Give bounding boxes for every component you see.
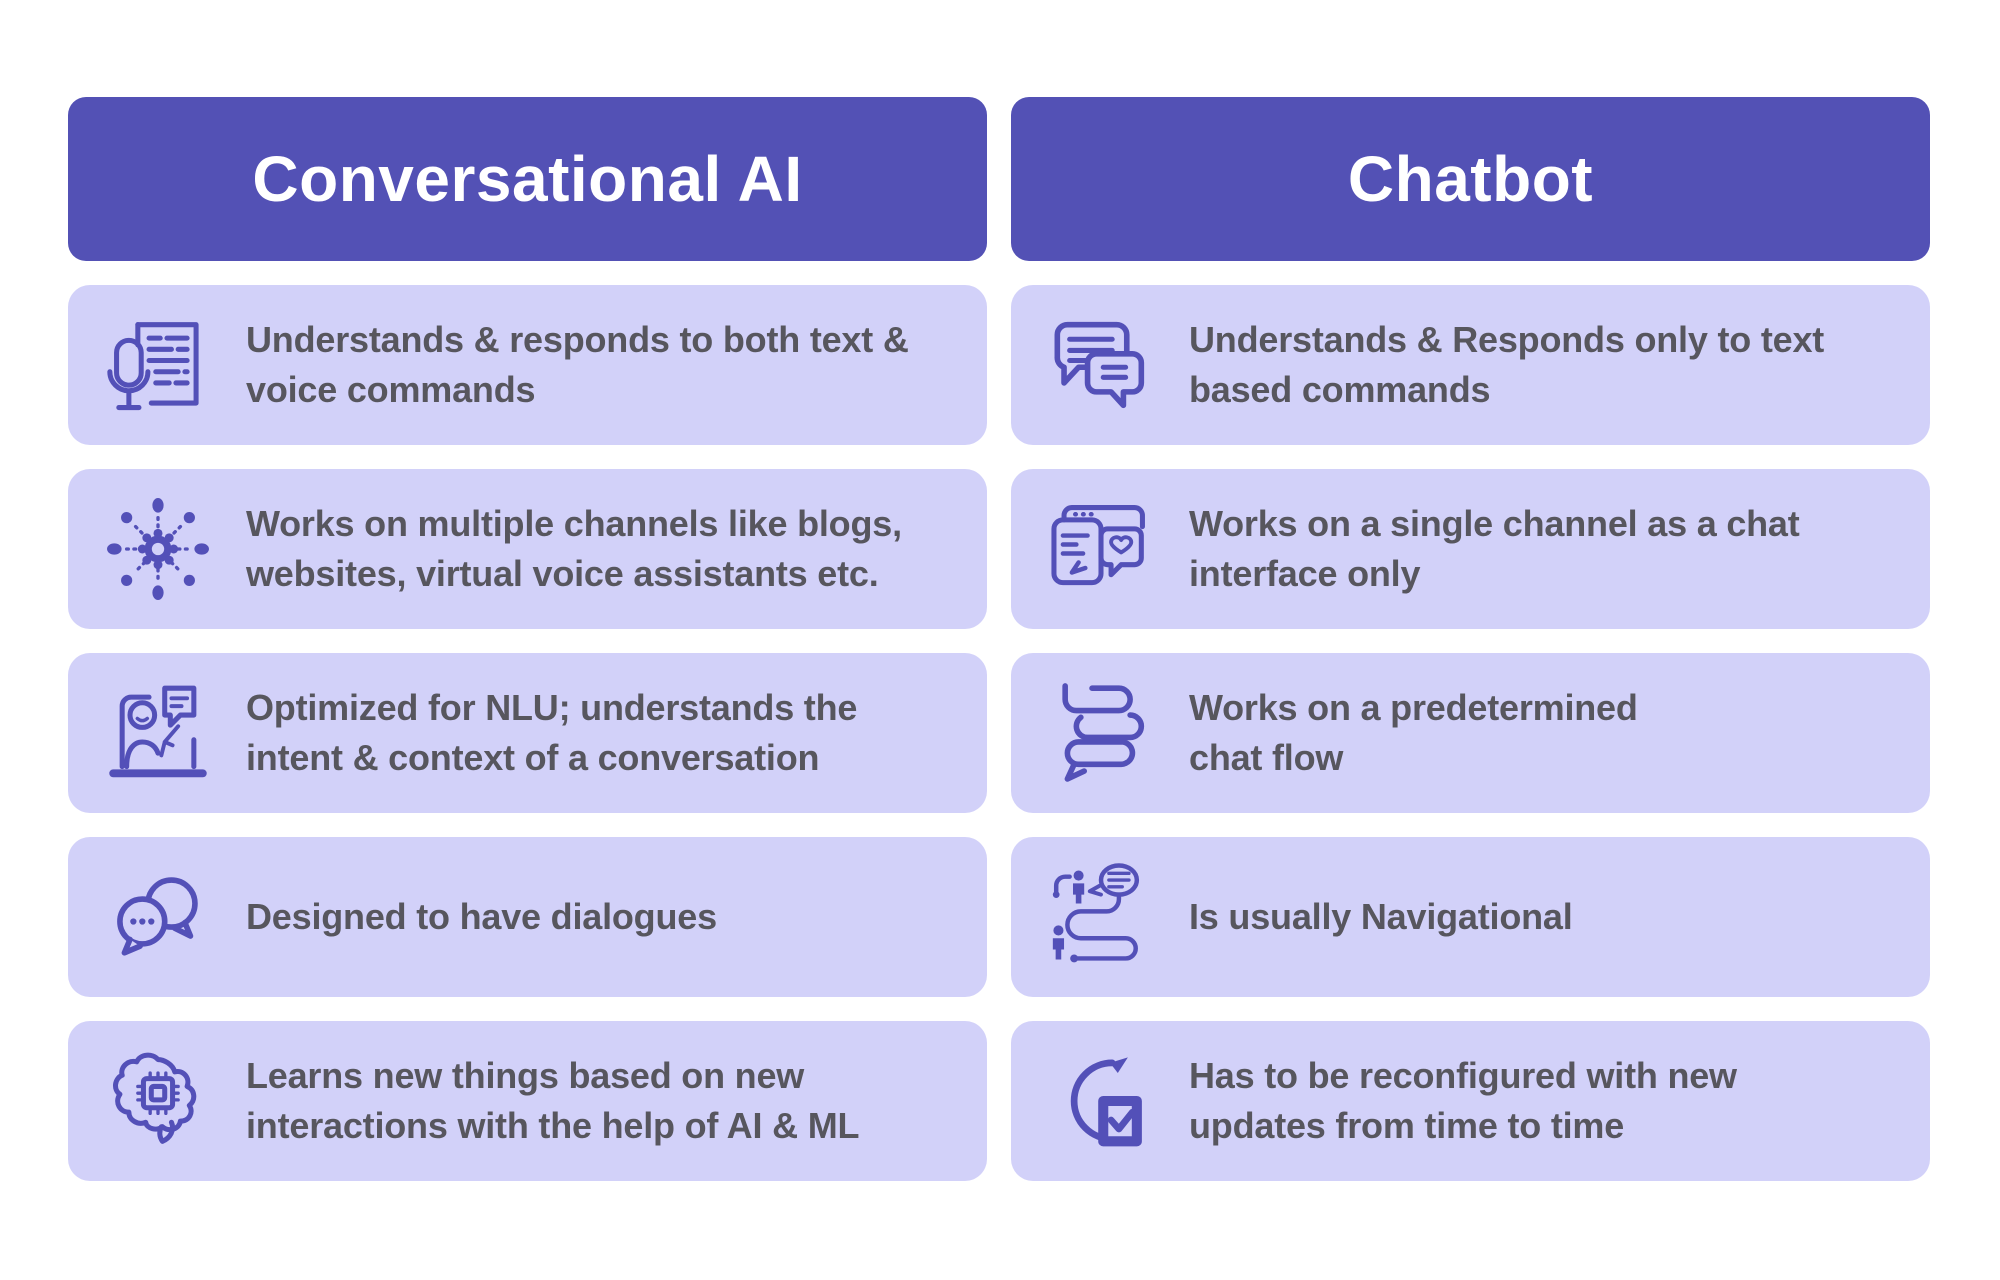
card-multiple-channels: Works on multiple channels like blogs, w… xyxy=(68,469,987,629)
card-single-channel: Works on a single channel as a chat inte… xyxy=(1011,469,1930,629)
card-text: Learns new things based on new interacti… xyxy=(246,1055,860,1146)
browser-chat-heart-icon xyxy=(1045,490,1157,608)
brain-chip-icon xyxy=(102,1042,214,1160)
card-predetermined-flow: Works on a predetermined chat flow xyxy=(1011,653,1930,813)
comparison-board: Conversational AI Understands xyxy=(68,97,1930,1181)
card-text: Works on a predetermined chat flow xyxy=(1189,687,1638,778)
column-conversational-ai: Conversational AI Understands xyxy=(68,97,987,1181)
column-header-chatbot: Chatbot xyxy=(1011,97,1930,261)
card-text: Works on a single channel as a chat inte… xyxy=(1189,503,1800,594)
card-text: Is usually Navigational xyxy=(1189,896,1573,938)
card-text: Optimized for NLU; understands the inten… xyxy=(246,687,858,778)
column-title: Conversational AI xyxy=(252,143,803,215)
card-text-voice-commands: Understands & responds to both text & vo… xyxy=(68,285,987,445)
column-header-conversational-ai: Conversational AI xyxy=(68,97,987,261)
card-learns-ai-ml: Learns new things based on new interacti… xyxy=(68,1021,987,1181)
column-chatbot: Chatbot Understands & Responds only to t… xyxy=(1011,97,1930,1181)
card-text: Has to be reconfigured with new updates … xyxy=(1189,1055,1737,1146)
microphone-document-icon xyxy=(102,306,214,424)
card-text: Understands & responds to both text & vo… xyxy=(246,319,909,410)
card-text: Works on multiple channels like blogs, w… xyxy=(246,503,902,594)
column-title: Chatbot xyxy=(1347,143,1594,215)
stacked-chat-bubbles-icon xyxy=(1045,674,1157,792)
refresh-checkbox-icon xyxy=(1045,1042,1157,1160)
card-navigational: Is usually Navigational xyxy=(1011,837,1930,997)
chat-messages-icon xyxy=(1045,306,1157,424)
card-reconfigured-updates: Has to be reconfigured with new updates … xyxy=(1011,1021,1930,1181)
card-dialogues: Designed to have dialogues xyxy=(68,837,987,997)
person-laptop-chat-icon xyxy=(102,674,214,792)
dialogue-bubbles-icon xyxy=(102,858,214,976)
gear-network-icon xyxy=(102,490,214,608)
card-text: Designed to have dialogues xyxy=(246,896,717,938)
card-nlu-optimized: Optimized for NLU; understands the inten… xyxy=(68,653,987,813)
card-text-based-commands: Understands & Responds only to text base… xyxy=(1011,285,1930,445)
card-text: Understands & Responds only to text base… xyxy=(1189,319,1825,410)
navigation-flow-icon xyxy=(1045,858,1157,976)
